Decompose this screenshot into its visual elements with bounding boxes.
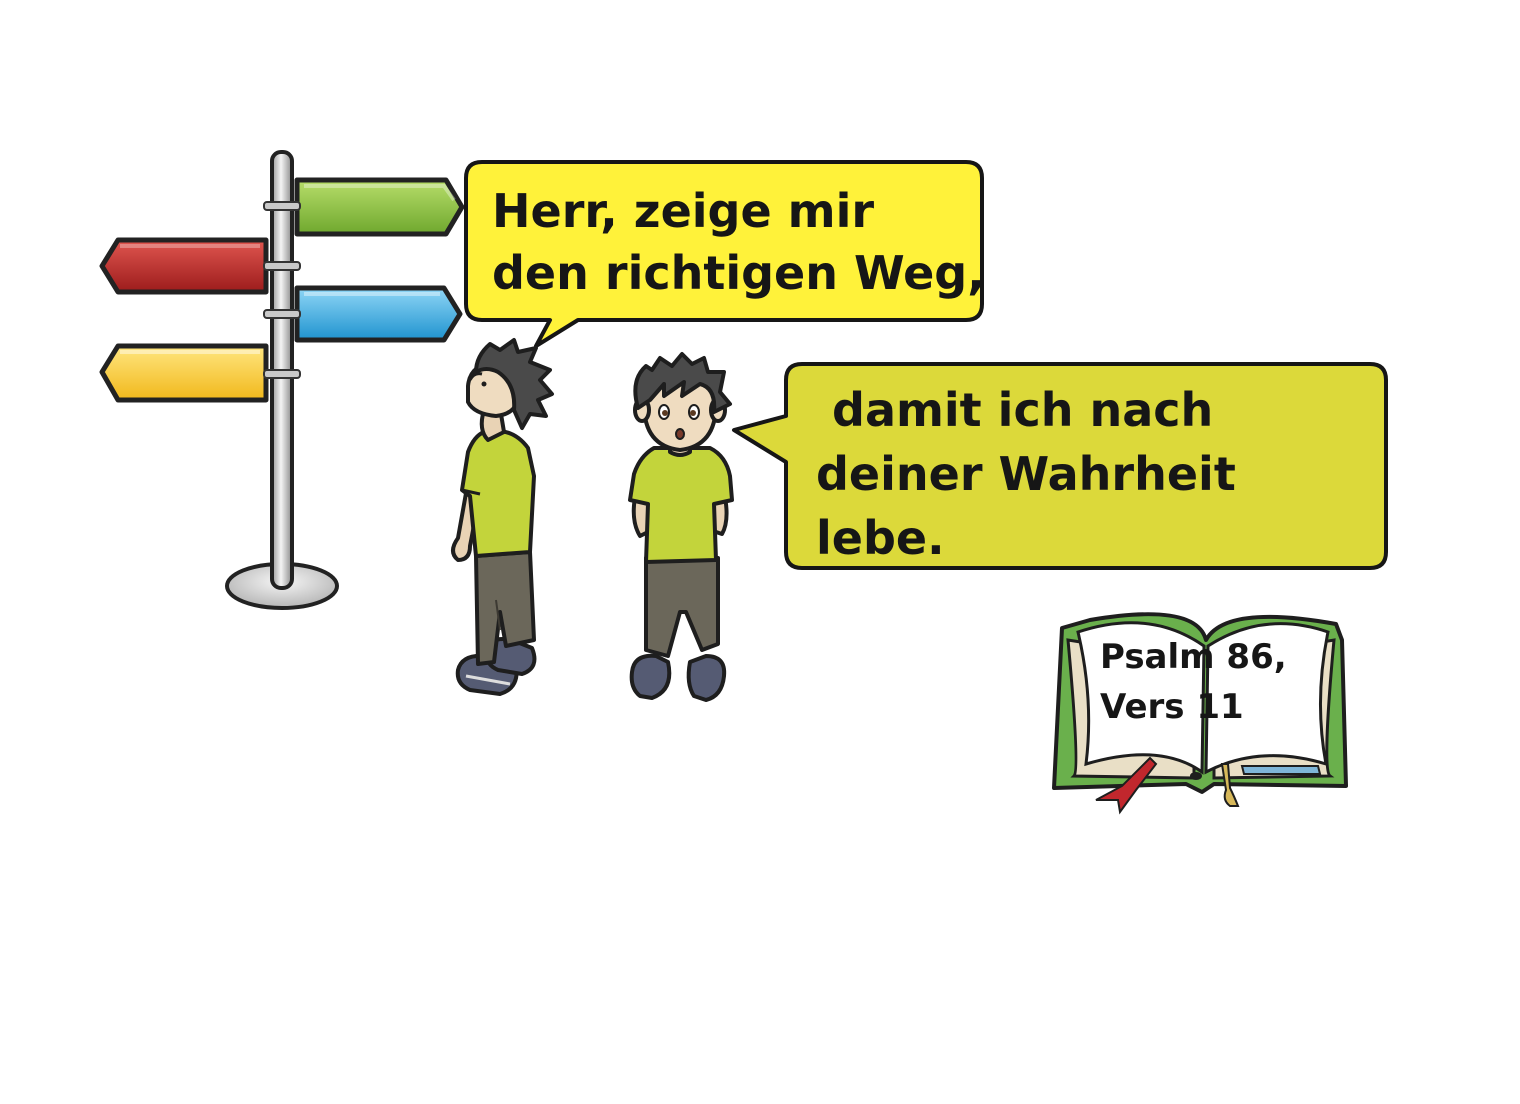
boy-looking-up (451, 338, 554, 696)
speech-bubble-2-line-3: lebe. (816, 511, 945, 565)
speech-bubble-2 (732, 362, 1388, 570)
bible-reference-line-1: Psalm 86, (1100, 637, 1287, 677)
gold-ribbon (1220, 763, 1240, 807)
open-bible (1052, 612, 1348, 815)
speech-bubble-1 (464, 160, 984, 348)
sign-green-right (294, 177, 465, 237)
signpost (99, 150, 465, 610)
speech-bubble-1-text: Herr, zeige mir den richtigen Weg, (492, 180, 985, 304)
speech-bubble-1-line-2: den richtigen Weg, (492, 246, 985, 300)
speech-bubble-1-line-1: Herr, zeige mir (492, 184, 875, 238)
speech-bubble-2-line-1: damit ich nach (816, 383, 1214, 437)
speech-bubble-2-text: damit ich nach deiner Wahrheit lebe. (816, 378, 1236, 570)
boy-facing-front (628, 352, 734, 702)
sign-red-left (99, 237, 269, 295)
sign-yellow-left (99, 343, 269, 403)
speech-bubble-2-line-2: deiner Wahrheit (816, 447, 1236, 501)
bible-reference-line-2: Vers 11 (1100, 687, 1244, 727)
sign-blue-right (294, 285, 463, 343)
red-bookmark (1095, 756, 1158, 815)
bible-reference: Psalm 86, Vers 11 (1100, 632, 1287, 732)
